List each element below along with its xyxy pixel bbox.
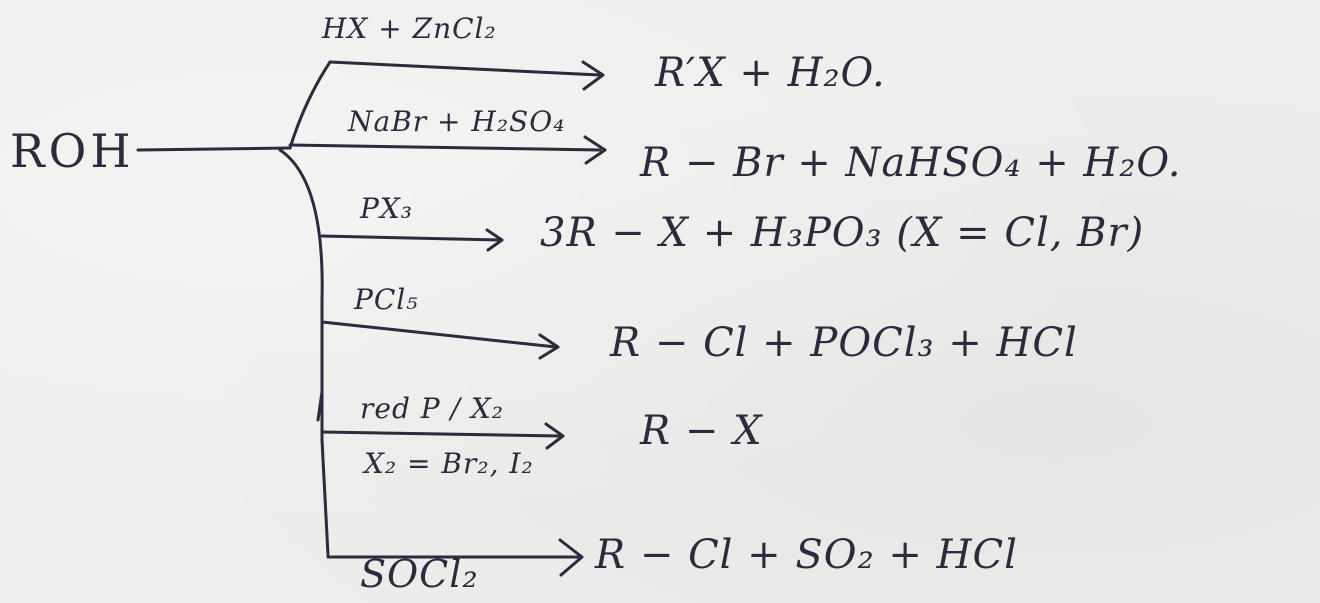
branch-line-1 — [288, 60, 332, 150]
trunk-line — [278, 148, 330, 557]
reactant-roh: ROH — [10, 124, 135, 178]
reagent-3: PX₃ — [360, 192, 413, 225]
main-branch-line — [136, 146, 292, 152]
arrow-5-head — [544, 422, 565, 450]
reagent-6: SOCl₂ — [360, 552, 479, 596]
reagent-4: PCl₅ — [354, 283, 419, 316]
reagent-5-note: X₂ = Br₂, I₂ — [364, 447, 534, 480]
arrow-2-head — [583, 135, 607, 165]
arrow-1-head — [581, 60, 605, 91]
arrow-4 — [320, 320, 558, 349]
product-1: R′X + H₂O. — [655, 50, 886, 96]
arrow-3 — [320, 234, 502, 242]
reagent-1: HX + ZnCl₂ — [322, 12, 497, 45]
arrow-2 — [288, 143, 602, 152]
product-4: R − Cl + POCl₃ + HCl — [610, 320, 1078, 366]
product-5: R − X — [640, 408, 763, 454]
arrow-3-head — [485, 228, 504, 252]
reagent-2: NaBr + H₂SO₄ — [348, 105, 566, 138]
arrow-1 — [328, 60, 602, 77]
product-6: R − Cl + SO₂ + HCl — [595, 532, 1018, 578]
arrow-6-head — [558, 538, 584, 577]
product-2: R − Br + NaHSO₄ + H₂O. — [640, 140, 1182, 186]
arrow-5 — [320, 430, 562, 438]
arrow-4-head — [538, 333, 560, 360]
reagent-5: red P / X₂ — [360, 392, 505, 425]
trunk-tick — [316, 390, 324, 422]
product-3: 3R − X + H₃PO₃ (X = Cl, Br) — [540, 210, 1145, 256]
